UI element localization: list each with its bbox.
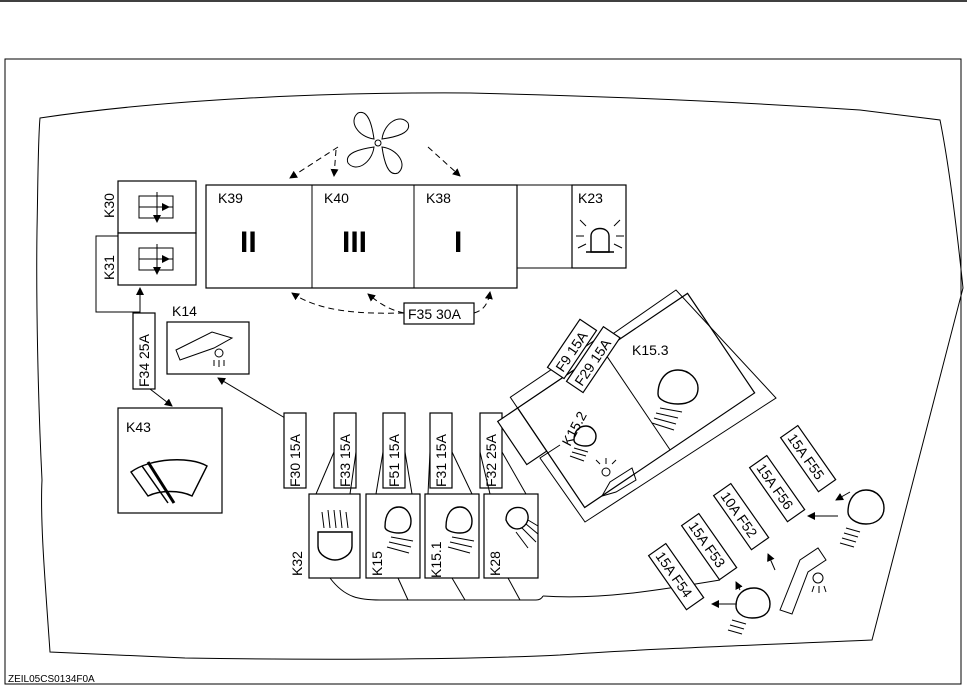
relay-k23-label: K23 bbox=[578, 190, 603, 206]
drawing-reference: ZEIL05CS0134F0A bbox=[8, 674, 95, 685]
fuse-f32: F32 25A bbox=[480, 413, 502, 488]
fuse-f51: F51 15A bbox=[383, 413, 405, 488]
fuse-f34: F34 25A bbox=[133, 313, 155, 389]
fuse-f32-label: F32 25A bbox=[483, 433, 499, 487]
arrow-f35-k40 bbox=[368, 294, 404, 313]
fuse-f53: 15A F53 bbox=[682, 514, 737, 580]
relay-k32-label: K32 bbox=[289, 551, 305, 576]
relay-k43-label: K43 bbox=[126, 419, 151, 435]
relay-group-k15 bbox=[490, 283, 754, 521]
arrow-worklamp-f52 bbox=[768, 554, 775, 570]
relay-k15: K15 bbox=[366, 494, 420, 578]
work-lamp-icon bbox=[780, 548, 826, 614]
relay-k23: K23 bbox=[572, 185, 626, 268]
fan-speed-k38: I bbox=[454, 226, 462, 259]
arrow-f34-k43 bbox=[150, 389, 172, 406]
headlamp-icon bbox=[728, 588, 770, 634]
fan-icon bbox=[347, 112, 408, 173]
relay-k30: K30 bbox=[101, 181, 196, 233]
relay-k28-label: K28 bbox=[487, 551, 503, 576]
arrow-fan-k38 bbox=[428, 147, 460, 176]
fuse-f35: F35 30A bbox=[404, 303, 474, 324]
arrow-fan-k40 bbox=[334, 150, 336, 176]
arrow-f35-k39 bbox=[292, 293, 404, 313]
relay-k15-1: K15.1 bbox=[425, 494, 479, 578]
relay-k39-label: K39 bbox=[218, 190, 243, 206]
relay-k31-label: K31 bbox=[101, 255, 117, 280]
arrow-f30-k14 bbox=[218, 378, 285, 418]
window-lift-icon bbox=[139, 244, 173, 274]
fuse-f31: F31 15A bbox=[430, 413, 452, 488]
fuse-f54: 15A F54 bbox=[649, 544, 704, 610]
window-lift-icon bbox=[139, 192, 173, 222]
relay-k14: K14 bbox=[167, 303, 249, 374]
fan-speed-k40: III bbox=[342, 226, 367, 259]
arrow-fan-k39 bbox=[290, 147, 338, 178]
fuse-f31-label: F31 15A bbox=[433, 433, 449, 487]
fuse-f34-label: F34 25A bbox=[136, 333, 152, 387]
arrow-lamp-f53 bbox=[736, 582, 740, 590]
fuse-f33-label: F33 15A bbox=[337, 433, 353, 487]
fuse-f30: F30 15A bbox=[284, 413, 306, 488]
headlamp-icon bbox=[840, 490, 884, 547]
fuse-f52: 10A F52 bbox=[714, 484, 769, 550]
fuse-f56: 15A F56 bbox=[750, 456, 805, 522]
relay-k30-label: K30 bbox=[101, 193, 117, 218]
fuse-f55: 15A F55 bbox=[781, 426, 836, 492]
fuse-f30-label: F30 15A bbox=[287, 433, 303, 487]
fan-speed-k39: II bbox=[240, 226, 257, 259]
relay-k40-label: K40 bbox=[324, 190, 349, 206]
relay-k28: K28 bbox=[484, 494, 538, 578]
fuse-f51-label: F51 15A bbox=[386, 433, 402, 487]
relay-k38-label: K38 bbox=[426, 190, 451, 206]
relay-k15-label: K15 bbox=[369, 551, 385, 576]
relay-k31: K31 bbox=[101, 233, 196, 285]
arrow-f35-k38 bbox=[474, 292, 490, 313]
relay-k15-3-label: K15.3 bbox=[632, 342, 669, 358]
arrow-lamp-f55 bbox=[836, 492, 850, 500]
relay-k15-1-label: K15.1 bbox=[428, 541, 444, 578]
relay-k43: K43 bbox=[118, 408, 222, 513]
relay-k14-label: K14 bbox=[172, 303, 197, 319]
fuse-f35-label: F35 30A bbox=[408, 306, 462, 322]
relay-k32: K32 bbox=[289, 494, 360, 578]
